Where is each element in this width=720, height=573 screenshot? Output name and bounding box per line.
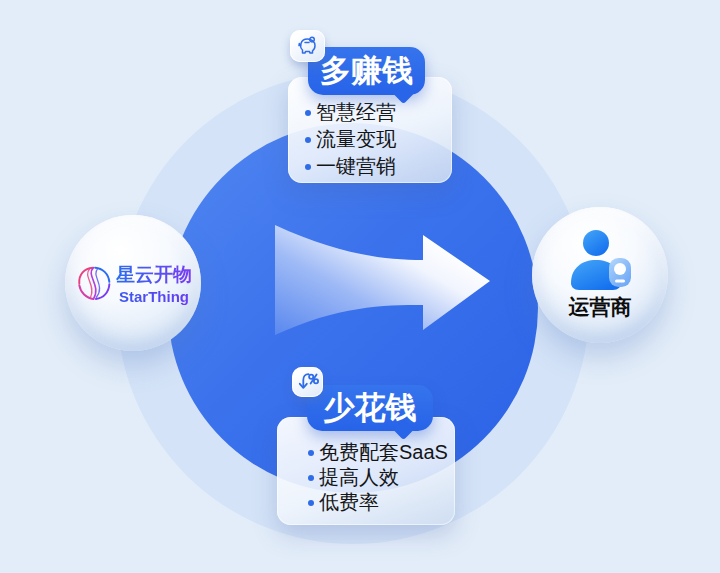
earn-more-badge-label: 多赚钱 (320, 50, 413, 92)
flow-arrow-icon (268, 224, 498, 336)
earn-more-badge: 多赚钱 (308, 47, 425, 95)
operator-sphere: 运营商 (532, 207, 668, 343)
bullet-dot (308, 475, 314, 481)
operator-person-icon (567, 229, 633, 291)
spend-less-card: 免费配套SaaS 提高人效 低费率 (277, 417, 455, 525)
operator-label: 运营商 (569, 293, 632, 321)
list-item: 免费配套SaaS (308, 440, 455, 465)
spend-less-badge: 少花钱 (307, 385, 433, 431)
list-item: 提高人效 (308, 465, 455, 490)
bullet-dot (305, 164, 311, 170)
starthing-logo-cn: 星云开物 (116, 262, 192, 288)
bullet-dot (305, 137, 311, 143)
list-item: 流量变现 (305, 126, 452, 153)
starthing-logo-icon (74, 264, 113, 303)
list-item: 智慧经营 (305, 99, 452, 126)
list-item: 低费率 (308, 490, 455, 515)
percent-down-icon (292, 367, 323, 397)
bullet-dot (305, 110, 311, 116)
piggy-bank-icon (290, 30, 325, 62)
list-item: 一键营销 (305, 153, 452, 180)
starthing-logo-en: StarThing (116, 288, 192, 305)
spend-less-badge-label: 少花钱 (324, 387, 417, 429)
starthing-sphere: 星云开物 StarThing (65, 215, 201, 351)
bullet-dot (308, 450, 314, 456)
bullet-dot (308, 500, 314, 506)
